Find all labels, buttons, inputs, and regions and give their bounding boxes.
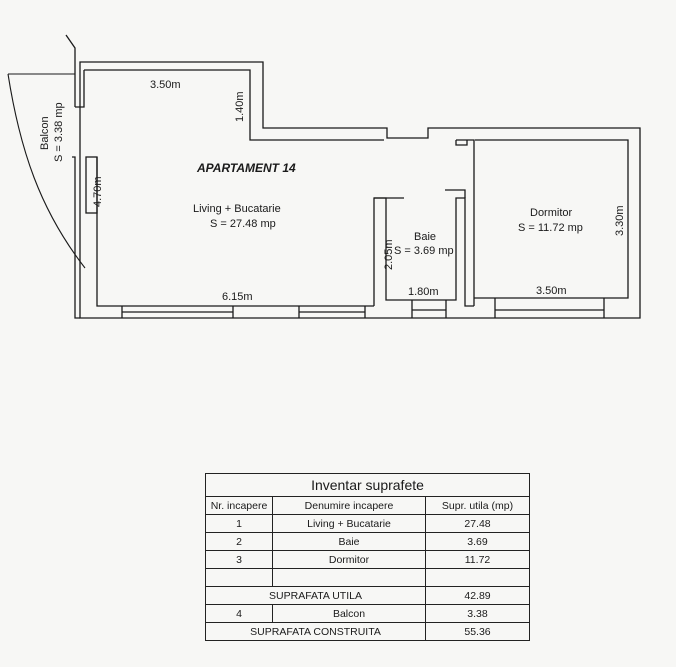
header-name: Denumire incapere [272, 496, 426, 515]
dormitor-area: S = 11.72 mp [518, 222, 583, 234]
dormitor-name: Dormitor [530, 207, 573, 219]
row-nr: 2 [205, 532, 273, 551]
living-outer-wall [79, 61, 641, 319]
baie-name: Baie [414, 231, 436, 243]
balcony-curve [7, 73, 86, 269]
dormitor-notch [455, 140, 468, 146]
header-area: Supr. utila (mp) [425, 496, 530, 515]
dim-living-width: 6.15m [222, 291, 253, 303]
balcon-nr: 4 [205, 604, 273, 623]
window-living-2 [298, 306, 366, 318]
table-row: 3 Dormitor 11.72 [205, 550, 530, 569]
construita-label: SUPRAFATA CONSTRUITA [205, 622, 426, 641]
dim-notch-height: 1.40m [234, 91, 246, 122]
balcon-name-cell: Balcon [272, 604, 426, 623]
dim-top-width: 3.50m [150, 79, 181, 91]
window-baie [411, 300, 447, 318]
row-nr: 1 [205, 514, 273, 533]
living-inner-wall [75, 70, 374, 307]
empty-row [205, 568, 530, 587]
baie-area: S = 3.69 mp [394, 245, 454, 257]
header-nr: Nr. incapere [205, 496, 273, 515]
inventory-table: Inventar suprafete Nr. incapere Denumire… [205, 473, 530, 641]
balcon-area: S = 3.38 mp [53, 102, 65, 162]
dim-baie-width: 1.80m [408, 286, 439, 298]
construita-value: 55.36 [425, 622, 530, 641]
row-nr: 3 [205, 550, 273, 569]
table-row: 1 Living + Bucatarie 27.48 [205, 514, 530, 533]
living-area: S = 27.48 mp [210, 218, 276, 230]
living-name: Living + Bucatarie [193, 203, 281, 215]
row-name: Dormitor [272, 550, 426, 569]
dim-dormitor-height: 3.30m [614, 205, 626, 236]
row-name: Living + Bucatarie [272, 514, 426, 533]
balcon-area-cell: 3.38 [425, 604, 530, 623]
dim-living-height: 4.70m [92, 176, 104, 207]
apartment-title: APARTAMENT 14 [196, 161, 296, 175]
dim-baie-height: 2.05m [383, 239, 395, 270]
living-inner-top [84, 69, 384, 141]
row-area: 27.48 [425, 514, 530, 533]
entrance-wall [65, 34, 80, 319]
balcon-name: Balcon [39, 116, 51, 150]
balcon-row: 4 Balcon 3.38 [205, 604, 530, 623]
table-row: 2 Baie 3.69 [205, 532, 530, 551]
row-name: Baie [272, 532, 426, 551]
construita-row: SUPRAFATA CONSTRUITA 55.36 [205, 622, 530, 641]
util-value: 42.89 [425, 586, 530, 605]
window-dormitor [494, 298, 605, 318]
dim-dormitor-width: 3.50m [536, 285, 567, 297]
row-area: 3.69 [425, 532, 530, 551]
living-column [85, 156, 98, 214]
row-area: 11.72 [425, 550, 530, 569]
floor-plan: APARTAMENT 14 Living + Bucatarie S = 27.… [7, 34, 641, 319]
util-label: SUPRAFATA UTILA [205, 586, 426, 605]
dormitor-wall [456, 139, 629, 306]
inventory-title: Inventar suprafete [205, 473, 530, 497]
util-row: SUPRAFATA UTILA 42.89 [205, 586, 530, 605]
window-living-1 [121, 306, 234, 318]
baie-wall-right [445, 189, 466, 198]
